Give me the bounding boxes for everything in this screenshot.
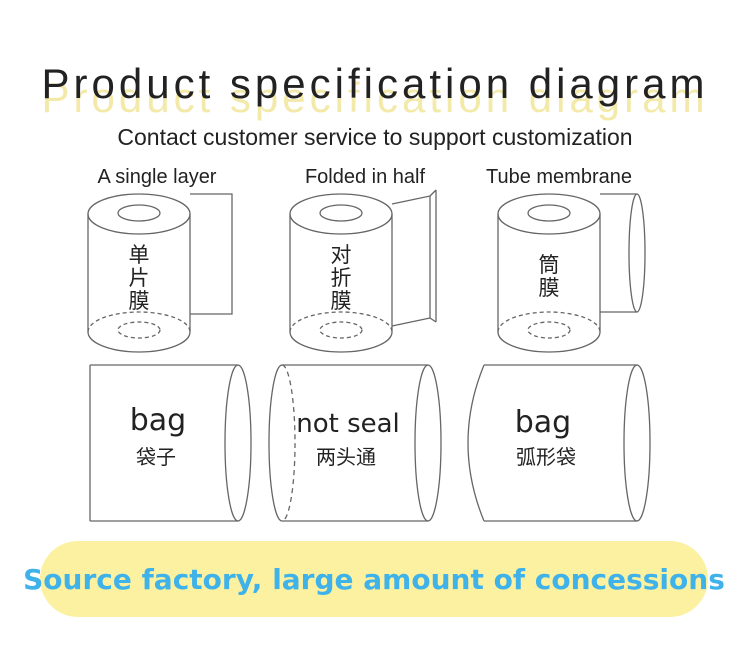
bag-single-layer (89, 364, 252, 522)
label-tube-membrane: Tube membrane (486, 166, 632, 188)
bag-text-en-3: bag (515, 405, 571, 440)
page-title: Product specification diagram (41, 60, 709, 107)
bag-text-cn-1: 袋子 (136, 445, 176, 469)
bag-curved (467, 364, 651, 522)
bag-text-en-1: bag (130, 403, 186, 438)
roll-text-1c: 膜 (129, 289, 150, 313)
roll-text-3b: 膜 (539, 276, 560, 300)
promo-banner: Source factory, large amount of concessi… (23, 541, 725, 617)
bag-text-cn-2: 两头通 (316, 445, 376, 469)
roll-text-3a: 筒 (539, 253, 560, 277)
roll-text-1a: 单 (129, 243, 150, 267)
bag-text-en-2: not seal (296, 409, 400, 439)
roll-text-2c: 膜 (331, 289, 352, 313)
bag-text-cn-3: 弧形袋 (516, 445, 576, 469)
roll-text-2a: 对 (331, 243, 352, 267)
roll-single-layer (87, 193, 233, 353)
label-folded-in-half: Folded in half (304, 166, 426, 188)
label-single-layer: A single layer (97, 166, 217, 188)
promo-banner-text: Source factory, large amount of concessi… (23, 562, 725, 596)
roll-folded-in-half (289, 189, 437, 353)
roll-text-2b: 折 (331, 266, 352, 290)
title-shadow: Product specification diagram (41, 74, 709, 121)
bag-not-seal (268, 364, 442, 522)
roll-text-1b: 片 (129, 266, 150, 290)
title-area: Product specification diagram Product sp… (0, 60, 750, 121)
roll-tube-membrane (497, 193, 646, 353)
page-subtitle: Contact customer service to support cust… (117, 124, 633, 150)
